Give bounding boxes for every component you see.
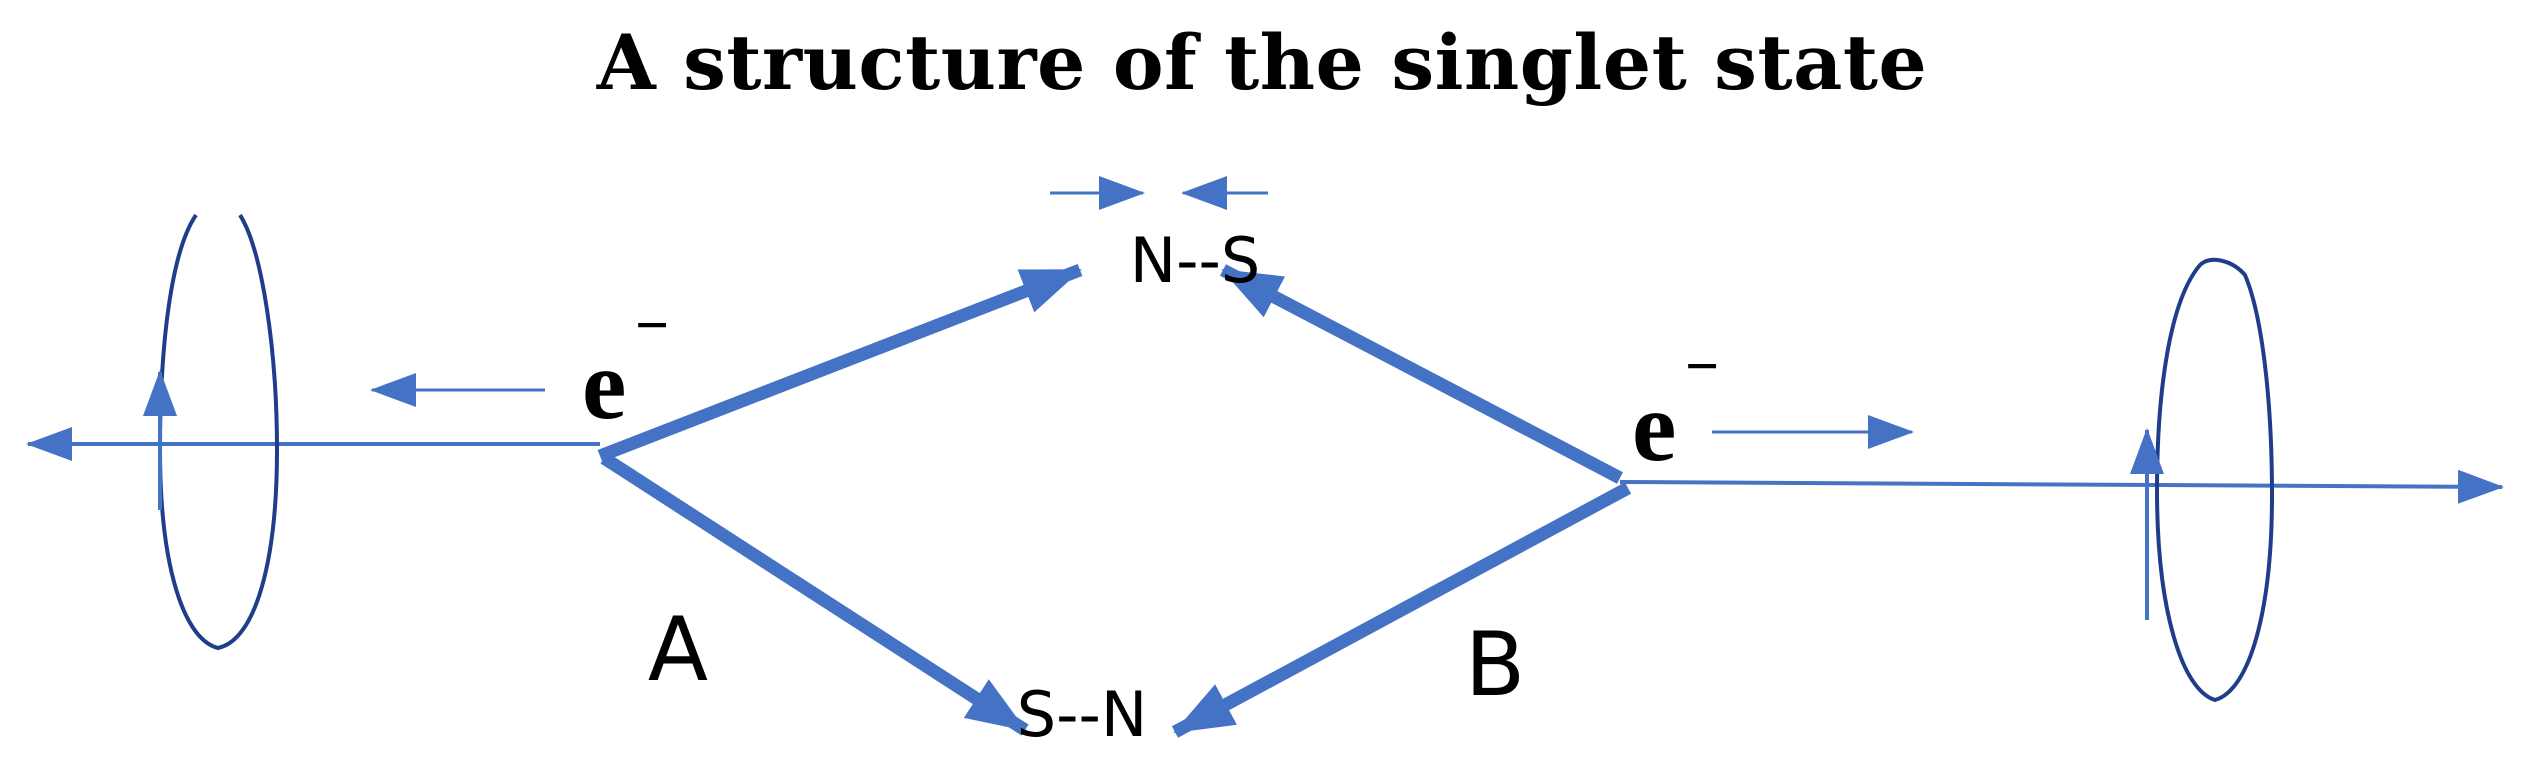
arrow-b-to-top: [1219, 264, 1624, 484]
right-electron-charge: −: [1685, 333, 1719, 399]
left-electron-symbol: e: [582, 329, 626, 440]
arrow-b-to-bottom: [1171, 482, 1632, 738]
particle-b-label: B: [1465, 613, 1525, 716]
particle-a-label: A: [648, 598, 708, 701]
left-spin-ellipse: [157, 213, 280, 651]
top-pair-label: N--S: [1130, 224, 1260, 297]
left-electron-charge: −: [635, 292, 669, 358]
arrow-a-to-bottom: [600, 452, 1029, 736]
right-axis-line: [1619, 469, 2504, 504]
right-spin-ellipse: [2154, 257, 2275, 703]
right-electron-symbol: e: [1632, 371, 1676, 482]
diagram-title: A structure of the singlet state: [596, 18, 1928, 107]
bottom-pair-label: S--N: [1017, 678, 1147, 751]
arrow-a-to-top: [597, 263, 1083, 463]
